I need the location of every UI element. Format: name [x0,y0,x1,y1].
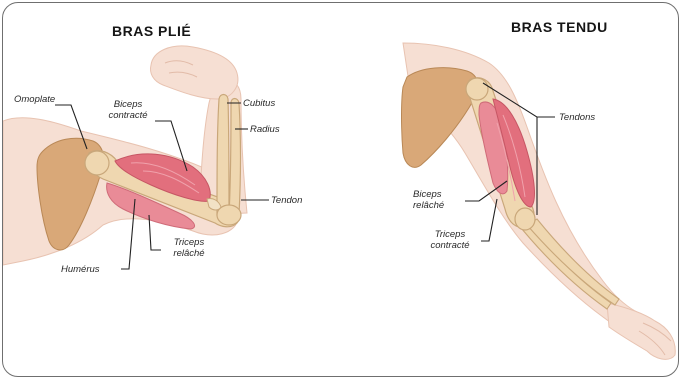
label-triceps-contracte-line1: Triceps [419,229,481,240]
arm-illustrations [3,3,678,376]
label-humerus: Humérus [61,264,100,275]
label-omoplate: Omoplate [14,94,55,105]
label-biceps-relache: Biceps relâché [413,189,444,211]
label-triceps-relache-line1: Triceps [161,237,217,248]
label-tendons: Tendons [559,112,595,123]
label-biceps-contracte-line2: contracté [99,110,157,121]
label-triceps-contracte: Triceps contracté [419,229,481,251]
label-biceps-relache-line1: Biceps [413,189,444,200]
label-triceps-relache: Triceps relâché [161,237,217,259]
leader-triceps-contracte [481,199,497,241]
label-triceps-contracte-line2: contracté [419,240,481,251]
label-biceps-contracte-line1: Biceps [99,99,157,110]
label-biceps-relache-line2: relâché [413,200,444,211]
straight-hand-skin [607,303,675,359]
title-straight-arm: BRAS TENDU [511,19,608,35]
label-triceps-relache-line2: relâché [161,248,217,259]
label-tendon: Tendon [271,195,302,206]
label-cubitus: Cubitus [243,98,275,109]
straight-humeral-head [466,78,488,100]
bent-arm-illustration [3,46,269,269]
bent-elbow-joint [217,205,241,225]
bent-fist-skin [151,46,238,99]
title-bent-arm: BRAS PLIÉ [112,23,191,39]
bent-ulna-bone [217,95,229,218]
straight-elbow-joint [515,208,535,230]
bent-radius-bone [229,99,241,216]
label-radius: Radius [250,124,280,135]
bent-humeral-head [85,151,109,175]
label-biceps-contracte: Biceps contracté [99,99,157,121]
